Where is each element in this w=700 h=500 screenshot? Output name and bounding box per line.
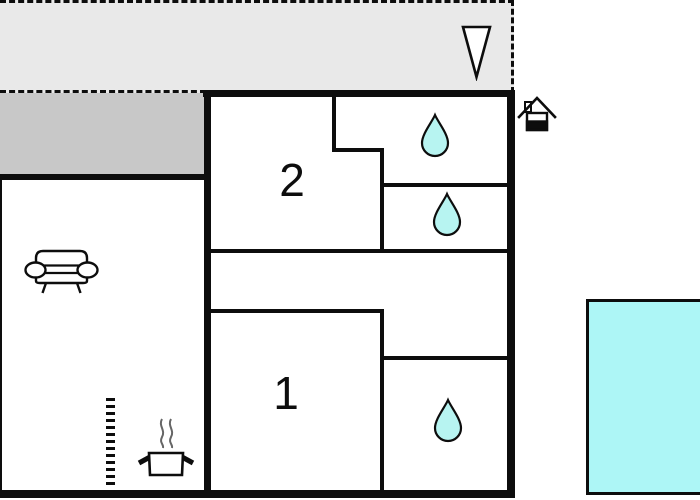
room-2-label: 2: [279, 154, 305, 207]
terrace-area: [0, 0, 514, 93]
room-1-label: 1: [273, 367, 299, 420]
terrace-dashed-edge: [0, 90, 206, 93]
door-opening-dashes: [106, 398, 115, 489]
wall-notch-horizontal: [332, 148, 384, 152]
wall-bath-top-bottom: [380, 183, 507, 187]
water-drop-icon: [420, 112, 450, 158]
pool-area: [586, 299, 700, 495]
cooking-pot-icon: [136, 414, 196, 478]
wall-room1-right: [380, 309, 384, 490]
water-drop-icon: [432, 191, 462, 237]
water-drop-icon: [433, 397, 463, 443]
house-icon: [517, 95, 557, 135]
wall-center-vertical: [204, 97, 211, 490]
wall-top: [203, 90, 515, 97]
wall-bath-bottom-top: [380, 356, 507, 360]
wall-notch-vertical-upper: [332, 97, 336, 152]
north-arrow-icon: [460, 24, 493, 81]
wall-right: [507, 90, 515, 498]
wall-bottom: [0, 490, 515, 498]
patio-area: [0, 93, 206, 180]
wall-room2-bottom: [207, 249, 507, 253]
wall-left-edge: [0, 176, 2, 498]
wall-notch-vertical-lower: [380, 148, 384, 253]
wall-hall-bottom: [207, 309, 384, 313]
sofa-icon: [24, 248, 99, 296]
